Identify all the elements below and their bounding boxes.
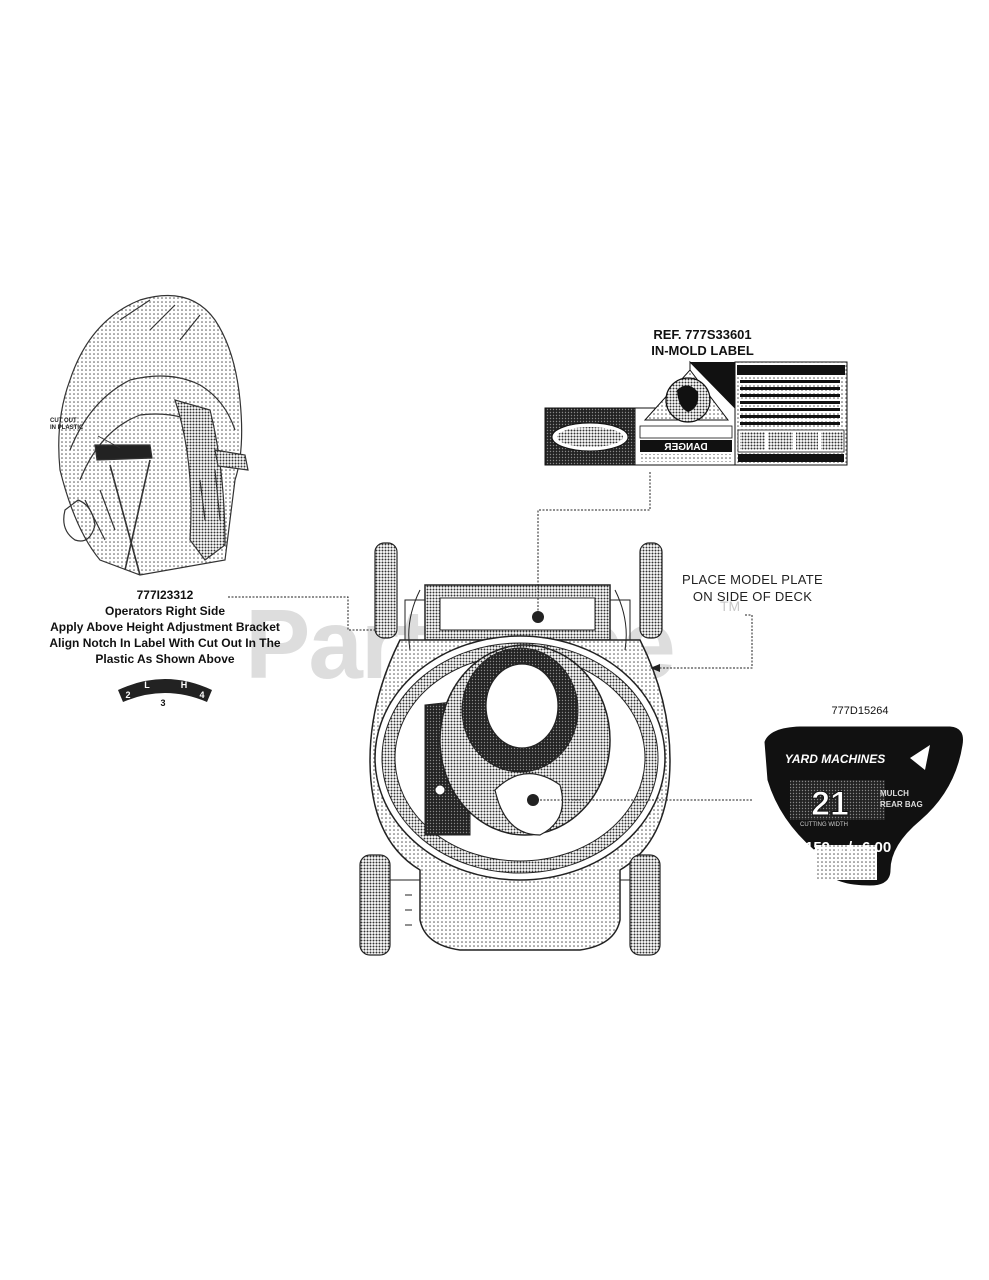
model-plate-line1: PLACE MODEL PLATE (682, 572, 823, 587)
height-label-on-bracket (94, 444, 153, 461)
rear-left-wheel (374, 542, 398, 639)
inmold-warning-word: DANGER (664, 442, 708, 453)
ym-displacement: 159 (805, 839, 830, 856)
height-line1: Operators Right Side (104, 604, 226, 618)
yard-machines-decal-spot (494, 773, 564, 836)
ym-torque: 6.00 (862, 839, 891, 856)
front-left-wheel (359, 854, 391, 956)
height-line4: Plastic As Shown Above (95, 652, 235, 666)
height-scale-mark: 3 (160, 698, 165, 708)
height-scale-mark: 4 (199, 690, 204, 700)
inmold-title: IN-MOLD LABEL (651, 343, 754, 358)
front-right-wheel (629, 854, 661, 956)
yard-machines-decal (764, 726, 963, 886)
inmold-label-point (532, 611, 544, 623)
height-line2: Apply Above Height Adjustment Bracket (50, 620, 280, 634)
height-scale-mark: L (144, 680, 150, 690)
ym-size-text: 21 (811, 785, 849, 823)
ym-right-line2: REAR BAG (880, 800, 923, 809)
ym-left-sub: CUTTING WIDTH (800, 822, 848, 828)
mower-top-view (359, 542, 671, 956)
ym-displacement-unit: cc (837, 845, 845, 854)
height-scale-mark: H (181, 680, 188, 690)
height-part-number: 777I23312 (136, 588, 194, 602)
rear-right-wheel (639, 542, 663, 639)
model-plate-line2: ON SIDE OF DECK (692, 589, 813, 604)
inmold-label-graphic (544, 360, 848, 466)
cutout-text: CUT OUT IN PLASTIC (50, 418, 83, 432)
height-scale-decal (118, 679, 212, 702)
watermark-tm: TM (720, 598, 741, 614)
inmold-ref: REF. 777S33601 (653, 327, 752, 342)
cutout-line1: CUT OUT (50, 418, 77, 424)
height-scale-numbers: 2 L3 H 4 (125, 680, 204, 708)
yard-decal-part-number: 777D15264 (831, 705, 889, 717)
cutout-line2: IN PLASTIC (50, 425, 84, 431)
leader-height-label (228, 596, 390, 631)
inmold-warning-word-group: DANGER (664, 442, 708, 453)
ym-brand-text: YARD MACHINES (785, 752, 885, 766)
height-bracket-illustration (58, 294, 249, 576)
leader-inmold (537, 472, 651, 612)
ym-slash: / (848, 839, 853, 856)
height-line3: Align Notch In Label With Cut Out In The (49, 636, 281, 650)
engine-recoil (485, 663, 559, 749)
leader-model-plate (652, 614, 753, 669)
height-scale-mark: 2 (125, 690, 130, 700)
cutout-leader (97, 435, 121, 449)
ym-right-line1: MULCH (880, 789, 909, 798)
